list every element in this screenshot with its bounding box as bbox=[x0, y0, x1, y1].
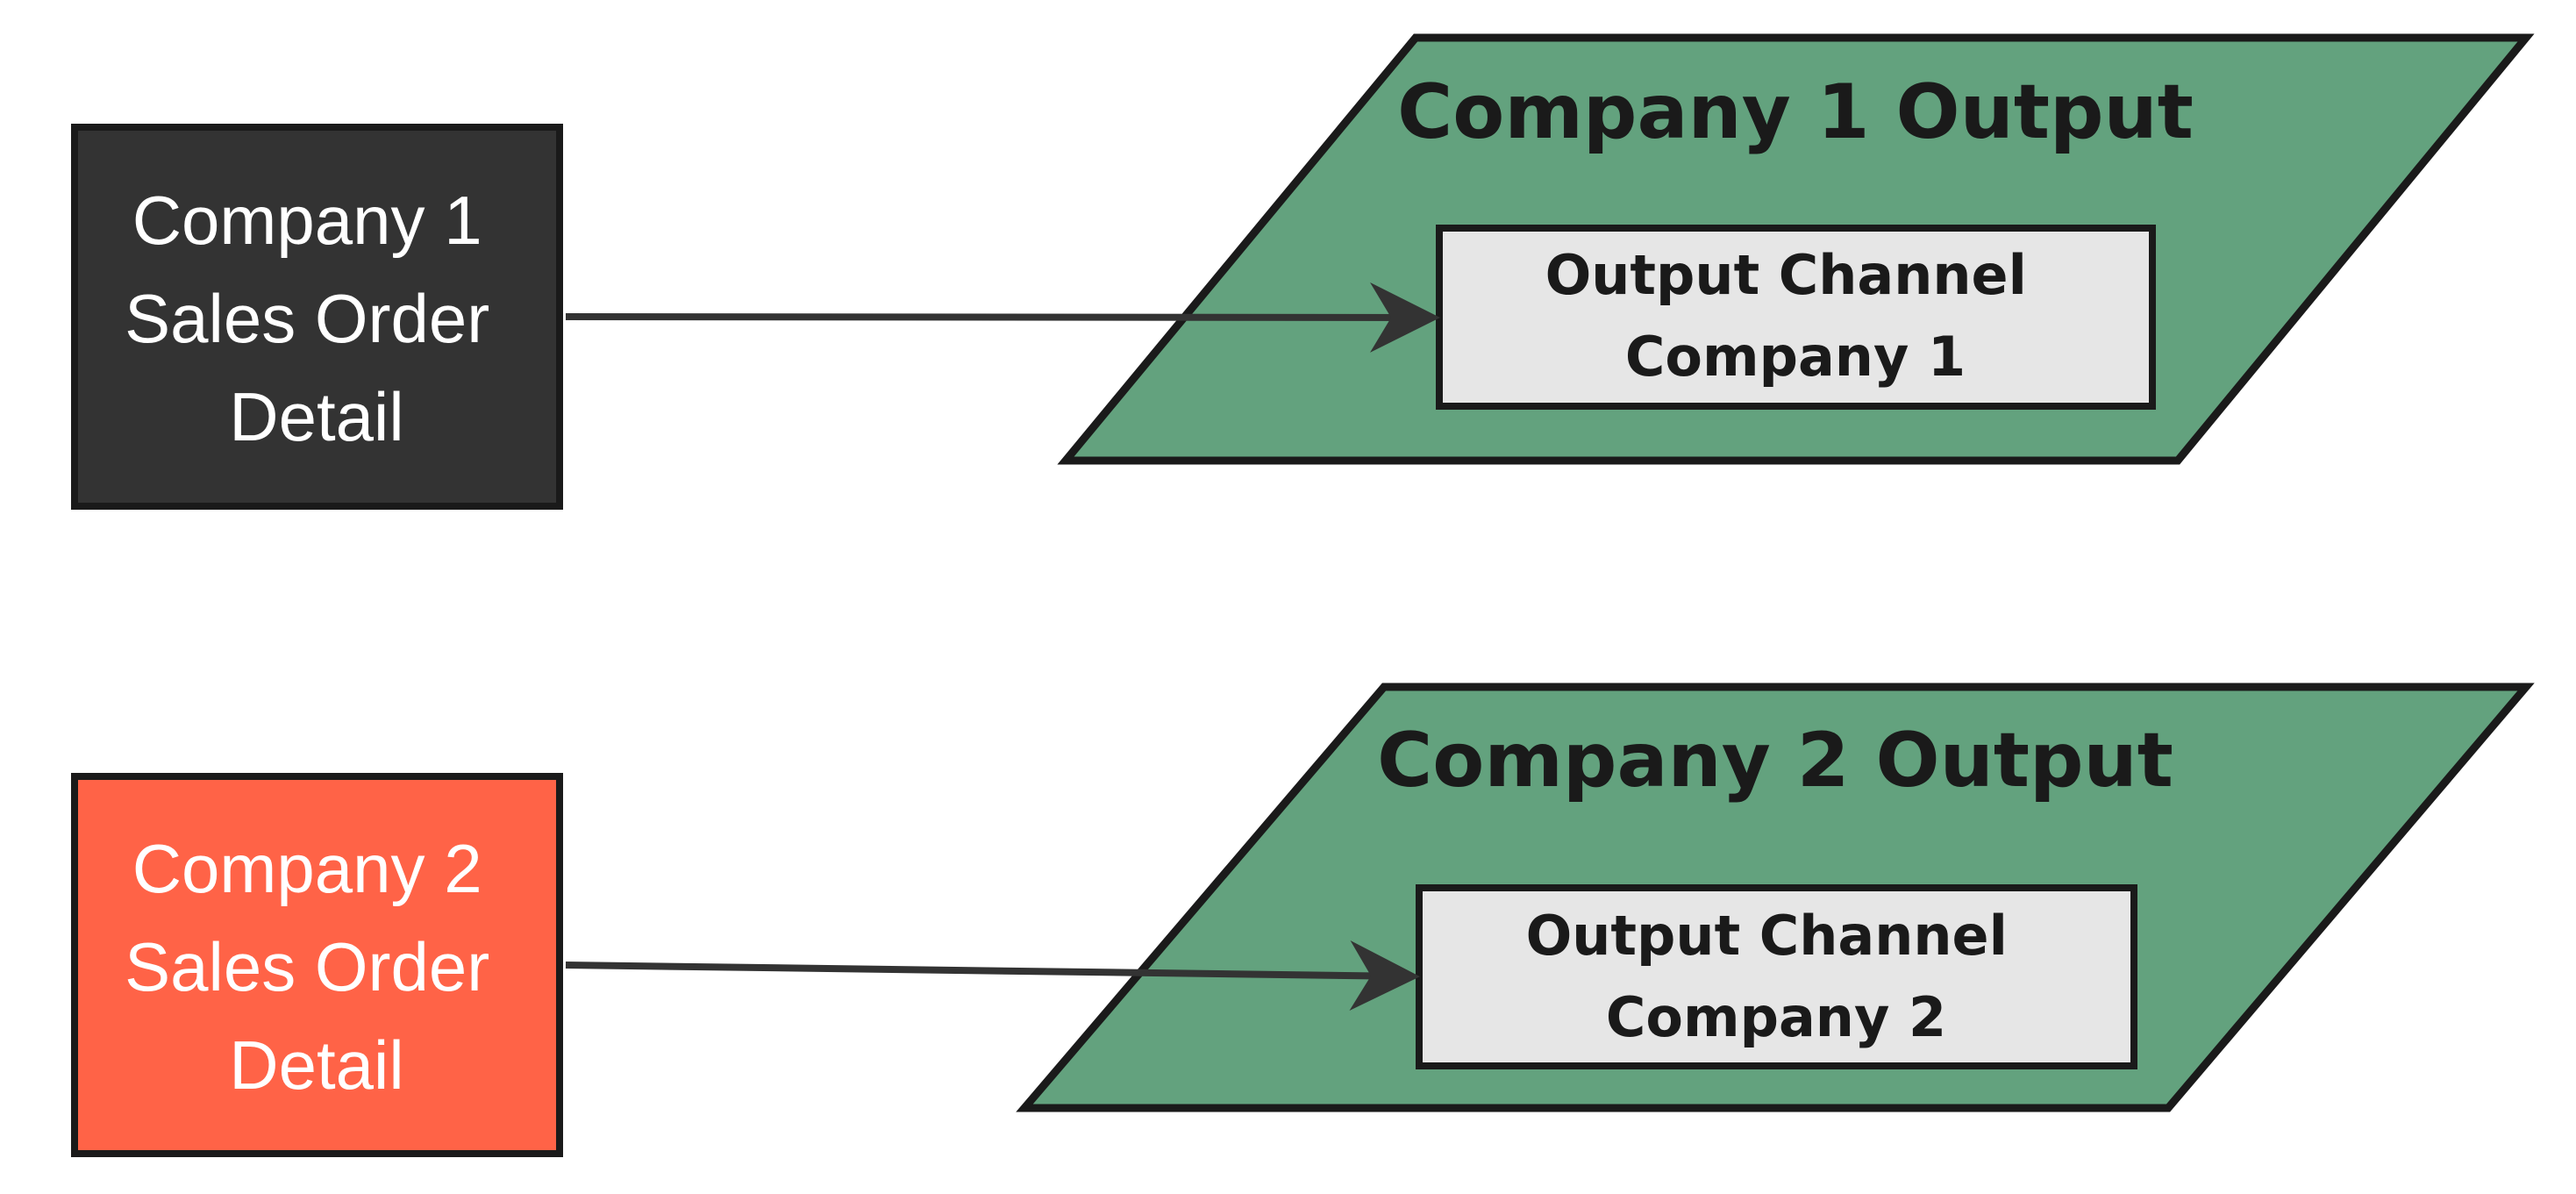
output-channel-company-1-label: Output Channel Company 1 bbox=[1545, 243, 2046, 389]
output-channel-company-2-label: Output Channel Company 2 bbox=[1526, 904, 2027, 1049]
edges bbox=[565, 282, 1440, 1012]
company-2-sales-order-detail-node: Company 2 Sales Order Detail bbox=[71, 773, 563, 1157]
company-2-output-title: Company 2 Output bbox=[1377, 717, 2173, 804]
company-2-output-group: Company 2 Output Output Channel Company … bbox=[1016, 683, 2535, 1112]
company-1-output-group: Company 1 Output Output Channel Company … bbox=[1057, 33, 2535, 465]
output-channel-company-2-box bbox=[1416, 884, 2137, 1069]
company-1-sales-order-detail-label: Company 1 Sales Order Detail bbox=[125, 182, 509, 455]
company-1-sales-order-detail-node: Company 1 Sales Order Detail bbox=[71, 124, 563, 510]
company-1-sales-order-detail-box bbox=[71, 124, 563, 510]
output-channel-company-1-box bbox=[1436, 225, 2156, 410]
company-2-sales-order-detail-label: Company 2 Sales Order Detail bbox=[125, 830, 509, 1104]
company-2-sales-order-detail-box bbox=[71, 773, 563, 1157]
edge-company-2-to-output-channel-2 bbox=[565, 940, 1420, 1012]
edge-company-1-to-output-channel-1 bbox=[565, 282, 1440, 353]
company-1-output-title: Company 1 Output bbox=[1397, 68, 2194, 156]
